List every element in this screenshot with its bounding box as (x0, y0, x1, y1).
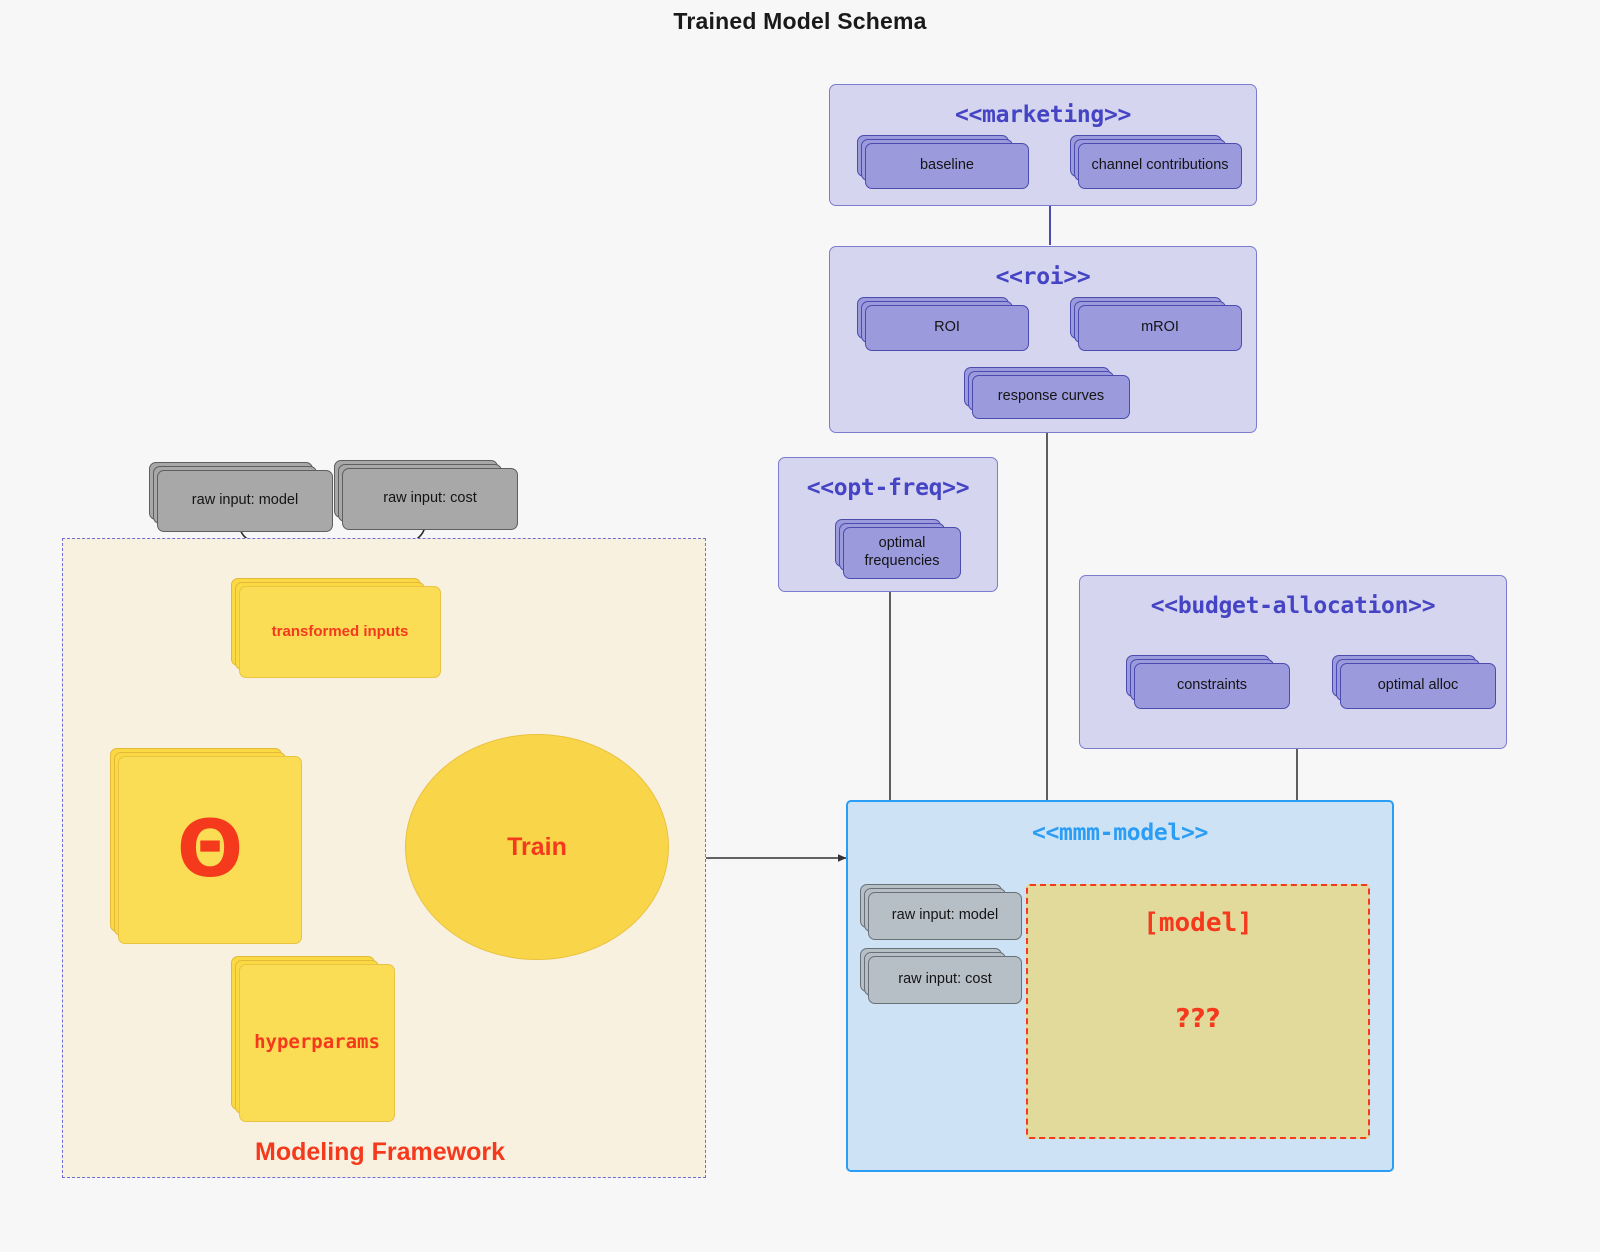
node-optimal-alloc[interactable]: optimal alloc (1332, 655, 1496, 709)
modeling-framework-label: Modeling Framework (255, 1138, 506, 1166)
node-label: ROI (865, 305, 1029, 351)
node-label: baseline (865, 143, 1029, 189)
package-mmm-model-title: <<mmm-model>> (1031, 820, 1209, 846)
node-label: raw input: cost (868, 956, 1022, 1004)
train-activity-ellipse[interactable]: Train (405, 734, 669, 960)
node-roi[interactable]: ROI (857, 297, 1029, 351)
node-label: constraints (1134, 663, 1290, 709)
node-label: transformed inputs (239, 586, 441, 678)
node-transformed-inputs[interactable]: transformed inputs (231, 578, 441, 678)
model-placeholder-title: [model] (1143, 908, 1253, 938)
node-channel-contributions[interactable]: channel contributions (1070, 135, 1242, 189)
node-baseline[interactable]: baseline (857, 135, 1029, 189)
page-title: Trained Model Schema (673, 8, 927, 34)
node-label: optimal alloc (1340, 663, 1496, 709)
node-theta-content: Θ (118, 756, 302, 944)
node-optimal-frequencies[interactable]: optimal frequencies (835, 519, 961, 579)
node-raw-input-cost[interactable]: raw input: cost (334, 460, 518, 530)
node-constraints[interactable]: constraints (1126, 655, 1290, 709)
package-budget-allocation-title: <<budget-allocation>> (1150, 593, 1436, 619)
node-label: channel contributions (1078, 143, 1242, 189)
node-mmm-raw-input-cost[interactable]: raw input: cost (860, 948, 1022, 1004)
node-label: response curves (972, 375, 1130, 419)
theta-symbol-icon: Θ (176, 805, 244, 895)
node-label: raw input: model (868, 892, 1022, 940)
node-theta-parameters[interactable]: Θ (110, 748, 302, 944)
node-label: optimal frequencies (843, 527, 961, 579)
package-opt-freq-title: <<opt-freq>> (806, 475, 970, 501)
node-mroi[interactable]: mROI (1070, 297, 1242, 351)
model-placeholder-panel[interactable]: [model] ??? (1026, 884, 1370, 1139)
package-marketing-title: <<marketing>> (954, 102, 1132, 128)
package-roi-title: <<roi>> (995, 264, 1091, 290)
node-mmm-raw-input-model[interactable]: raw input: model (860, 884, 1022, 940)
node-hyperparams[interactable]: hyperparams (231, 956, 395, 1122)
model-placeholder-unknown: ??? (1175, 1004, 1221, 1034)
node-label: hyperparams (239, 964, 395, 1122)
node-raw-input-model[interactable]: raw input: model (149, 462, 333, 532)
node-label: raw input: model (157, 470, 333, 532)
node-response-curves[interactable]: response curves (964, 367, 1130, 419)
node-label: raw input: cost (342, 468, 518, 530)
node-label: mROI (1078, 305, 1242, 351)
